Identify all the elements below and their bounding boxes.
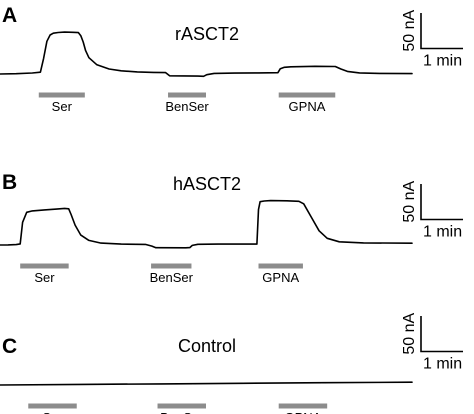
- current-trace: [0, 31, 413, 78]
- current-trace: [0, 381, 413, 386]
- application-label-gpna: GPNA: [285, 410, 322, 414]
- scale-time-label: 1 min: [423, 224, 462, 241]
- scale-bar: [420, 13, 464, 50]
- application-label-gpna: GPNA: [262, 270, 299, 285]
- current-trace: [0, 199, 413, 249]
- scale-bar: [420, 316, 464, 353]
- scale-current-label: 50 nA: [401, 10, 418, 52]
- scale-current-label: 50 nA: [401, 313, 418, 355]
- panel-letter: B: [2, 171, 17, 194]
- application-label-ser: Ser: [34, 270, 55, 285]
- panel-letter: C: [2, 335, 17, 358]
- panel-letter: A: [2, 4, 17, 27]
- application-label-benser: BenSer: [160, 410, 204, 414]
- panel-title: rASCT2: [175, 24, 239, 44]
- panel-title: Control: [178, 336, 236, 356]
- application-label-benser: BenSer: [150, 270, 194, 285]
- application-label-benser: BenSer: [165, 99, 209, 114]
- scale-time-label: 1 min: [423, 53, 462, 70]
- scale-time-label: 1 min: [423, 356, 462, 373]
- application-label-gpna: GPNA: [289, 99, 326, 114]
- scale-current-label: 50 nA: [401, 181, 418, 223]
- panel-title: hASCT2: [173, 174, 241, 194]
- scale-bar: [420, 184, 464, 221]
- application-label-ser: Ser: [42, 410, 63, 414]
- application-label-ser: Ser: [52, 99, 73, 114]
- panel-c: C ControlSer BenSer GPNA 50 nA 1 min: [0, 313, 464, 414]
